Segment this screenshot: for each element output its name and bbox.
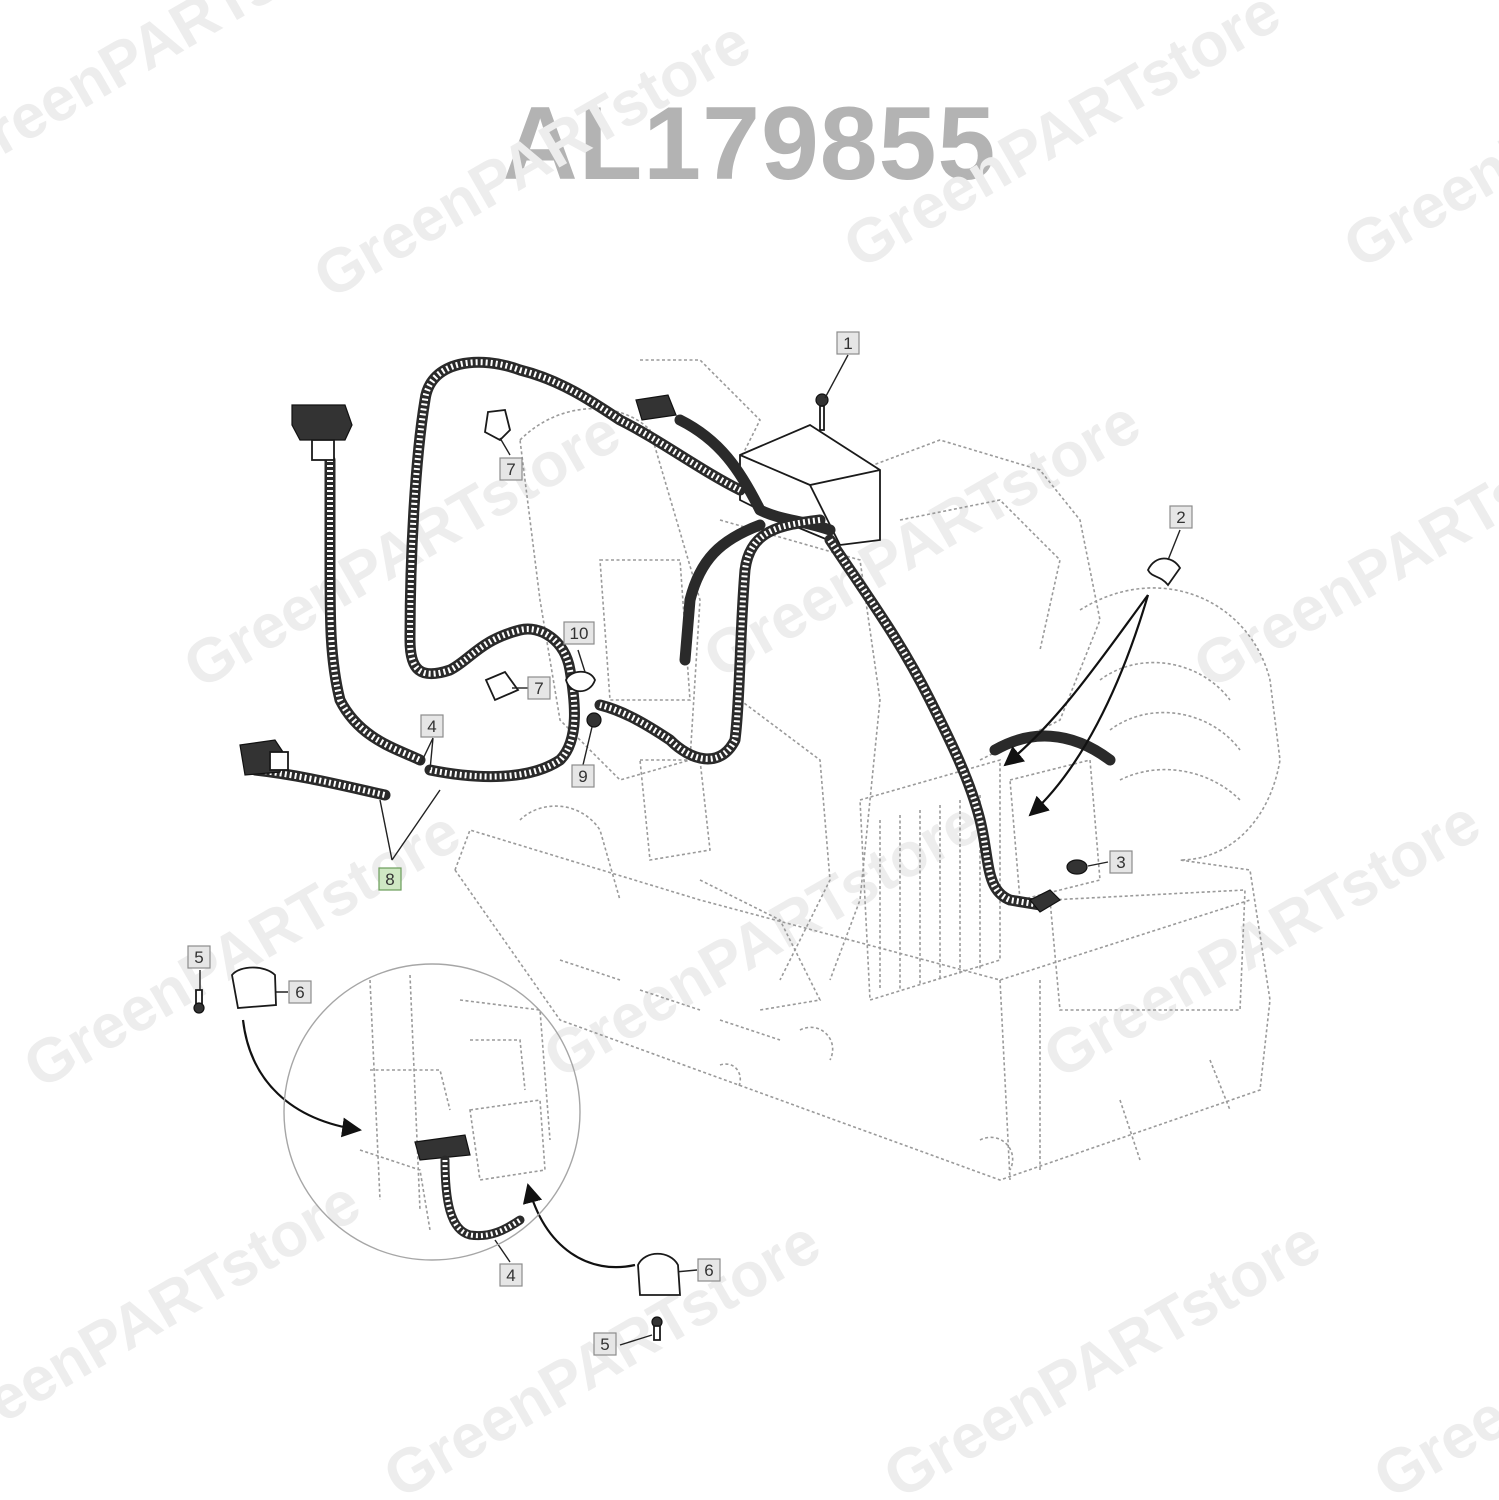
- clip-part-7-middle: [484, 670, 520, 702]
- callout-2[interactable]: 2: [1169, 505, 1193, 529]
- watermark-text: GreenPARTstore: [0, 0, 392, 192]
- connector-top-middle: [635, 394, 677, 421]
- callout-5-upper[interactable]: 5: [187, 945, 211, 969]
- clip-part-7-top: [484, 409, 511, 442]
- leader-lines: [199, 354, 1181, 1346]
- connector-left: [239, 739, 289, 776]
- callout-label: 4: [506, 1266, 515, 1285]
- watermark-text: GreenPARTstore: [1183, 397, 1499, 702]
- bolt-part-5-upper: [193, 989, 205, 1014]
- callout-label: 7: [506, 460, 515, 479]
- watermark-text: GreenPARTstore: [1333, 0, 1499, 282]
- callout-label: 1: [843, 334, 852, 353]
- callout-1[interactable]: 1: [836, 331, 860, 355]
- callout-label: 6: [295, 983, 304, 1002]
- callout-7-middle[interactable]: 7: [527, 676, 551, 700]
- callout-label: 9: [578, 767, 587, 786]
- callout-10[interactable]: 10: [563, 621, 595, 645]
- nut-part-9: [586, 712, 602, 728]
- callout-5-lower[interactable]: 5: [593, 1332, 617, 1356]
- watermark-text: GreenPARTstore: [833, 0, 1292, 282]
- tractor-chassis-outline: [454, 359, 1281, 1181]
- callout-6-lower[interactable]: 6: [697, 1258, 721, 1282]
- callout-label: 6: [704, 1261, 713, 1280]
- callout-label: 2: [1176, 508, 1185, 527]
- wiring-harness: [249, 356, 1116, 911]
- watermark-text: GreenPARTstore: [873, 1207, 1332, 1500]
- watermark-text: GreenPARTstore: [303, 7, 762, 312]
- clamp-part-10: [565, 670, 596, 693]
- callout-7-top[interactable]: 7: [499, 457, 523, 481]
- detail-inset: [283, 963, 581, 1261]
- callout-6-upper[interactable]: 6: [288, 980, 312, 1004]
- watermark-text: GreenPARTstore: [0, 1167, 372, 1472]
- watermark-text: GreenPARTstore: [1363, 1207, 1499, 1500]
- clip-part-2: [1147, 557, 1182, 587]
- page-title: AL179855: [502, 86, 997, 202]
- callout-3[interactable]: 3: [1109, 850, 1133, 874]
- callout-label: 7: [534, 679, 543, 698]
- callout-label: 3: [1116, 853, 1125, 872]
- callout-4-main[interactable]: 4: [420, 714, 444, 738]
- bolt-part-1: [815, 393, 829, 431]
- callout-label: 5: [194, 948, 203, 967]
- callout-8[interactable]: 8: [378, 867, 402, 891]
- callout-label: 8: [385, 870, 394, 889]
- grommet-part-3: [1029, 859, 1088, 913]
- callout-label: 10: [570, 624, 589, 643]
- connector-top-left: [291, 404, 353, 461]
- clip-part-6-lower: [637, 1252, 681, 1296]
- bolt-part-5-lower: [651, 1316, 663, 1341]
- watermark-text: GreenPARTstore: [13, 797, 472, 1102]
- watermark-text: GreenPARTstore: [1033, 787, 1492, 1092]
- callout-9[interactable]: 9: [571, 764, 595, 788]
- callout-label: 4: [427, 717, 436, 736]
- clip-part-6-upper: [231, 966, 277, 1009]
- callout-4-inset[interactable]: 4: [499, 1263, 523, 1287]
- callout-label: 5: [600, 1335, 609, 1354]
